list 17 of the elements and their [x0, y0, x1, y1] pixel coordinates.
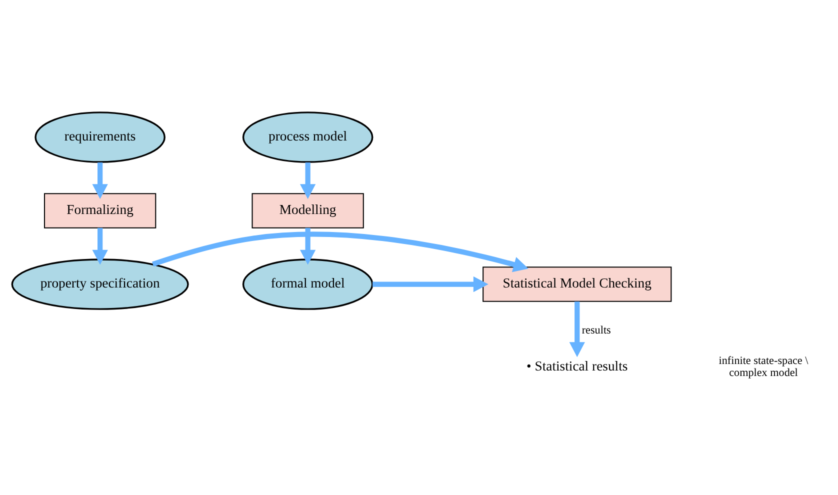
node-text: • Statistical results — [526, 358, 628, 374]
arrow — [300, 162, 316, 200]
node-ellipse: formal model — [242, 258, 374, 310]
arrow — [300, 228, 316, 265]
label: infinite state-space \ complex model — [718, 355, 808, 380]
node-box: Statistical Model Checking — [482, 266, 672, 302]
arrow — [372, 276, 488, 292]
node-ellipse: process model — [242, 112, 374, 163]
edge-label: results — [582, 324, 611, 336]
node-ellipse: property specification — [11, 258, 189, 310]
node-ellipse: requirements — [34, 112, 166, 163]
arrow — [92, 162, 108, 200]
node-box: Modelling — [252, 193, 364, 228]
node-box: Formalizing — [44, 193, 156, 228]
arrow — [92, 228, 108, 265]
arrow — [569, 302, 585, 358]
arrow — [152, 232, 528, 272]
